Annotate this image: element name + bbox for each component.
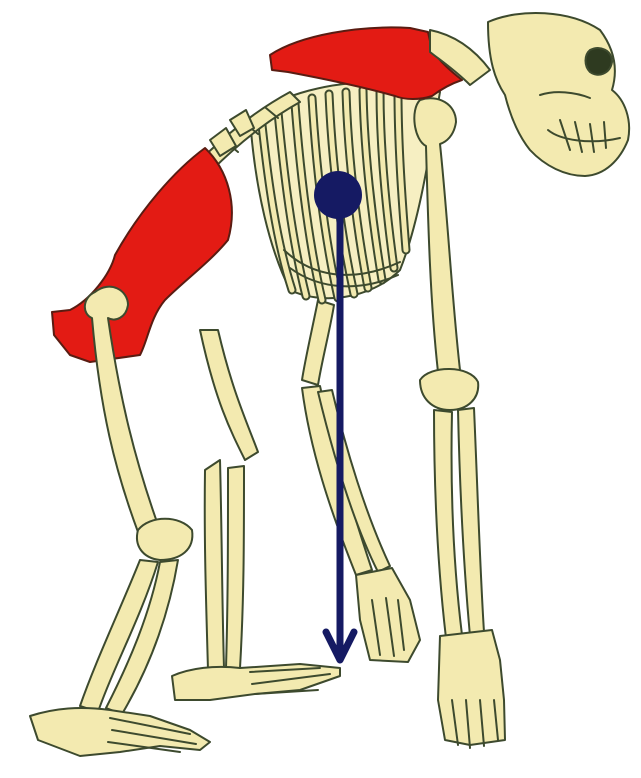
far-hindlimb	[172, 330, 340, 700]
near-forelimb	[414, 98, 505, 748]
skull	[430, 13, 629, 176]
far-forelimb	[302, 300, 420, 662]
